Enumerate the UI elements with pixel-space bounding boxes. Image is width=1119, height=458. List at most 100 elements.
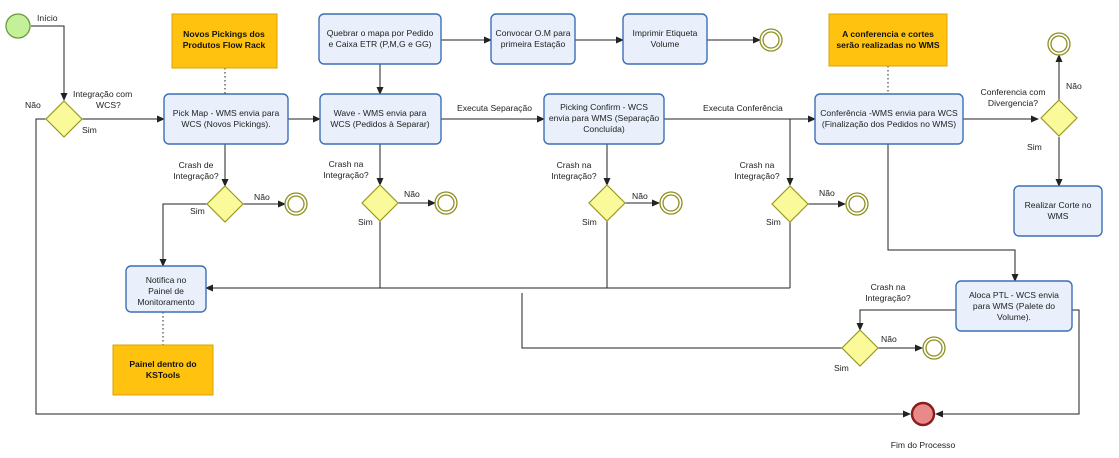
task-aloca-line1: Aloca PTL - WCS envia <box>969 290 1059 300</box>
gateway-crash-1: Crash de Integração? Não Sim <box>173 160 270 223</box>
label-nao: Não <box>819 188 835 198</box>
task-quebrar-line2: e Caixa ETR (P,M,G e GG) <box>329 39 432 49</box>
flow-aloca-to-crash5 <box>856 309 956 331</box>
label-executa-conferencia: Executa Conferência <box>703 103 783 113</box>
gateway-crash3-line1: Crash na <box>557 160 592 170</box>
note-novos-pickings-line2: Produtos Flow Rack <box>183 40 266 50</box>
note-conferencia-cortes-line1: A conferencia e cortes <box>842 29 934 39</box>
note-painel-line2: KSTools <box>146 370 180 380</box>
flow-aloca-to-end <box>935 309 1080 418</box>
task-imprimir-line1: Imprimir Etiqueta <box>633 28 698 38</box>
gateway-integracao-line1: Integração com <box>73 89 132 99</box>
task-notifica-painel: Notifica no Painel de Monitoramento <box>125 265 207 313</box>
gateway-crash2-line2: Integração? <box>323 170 369 180</box>
gateway-crash5-line1: Crash na <box>871 282 906 292</box>
task-pick-map: Pick Map - WMS envia para WCS (Novos Pic… <box>163 93 289 145</box>
task-imprimir-line2: Volume <box>651 39 680 49</box>
flow-start-to-gateway <box>31 25 68 101</box>
task-aloca-line2: para WMS (Palete do <box>973 301 1055 311</box>
task-picking-line1: Picking Confirm - WCS <box>560 102 648 112</box>
task-quebrar-line1: Quebrar o mapa por Pedido <box>327 28 434 38</box>
end-event-fim: Fim do Processo <box>891 401 956 450</box>
gateway-crash-2: Crash na Integração? Não Sim <box>323 159 420 227</box>
note-painel-line1: Painel dentro do <box>129 359 196 369</box>
connectors <box>31 25 1080 418</box>
task-notifica-line3: Monitoramento <box>137 297 195 307</box>
end-event-crash5 <box>922 336 946 360</box>
gateway-crash5-line2: Integração? <box>865 293 911 303</box>
label-sim: Sim <box>82 125 97 135</box>
start-event: Início <box>5 13 58 39</box>
task-wave-line1: Wave - WMS envia para <box>334 108 427 118</box>
end-event-crash4 <box>845 192 869 216</box>
task-conferencia: Conferência -WMS envia para WCS (Finaliz… <box>814 93 964 145</box>
flow-nao-to-end <box>35 118 911 418</box>
gateway-crash-4: Crash na Integração? Não Sim <box>734 160 835 227</box>
task-picking-confirm: Picking Confirm - WCS envia para WMS (Se… <box>543 93 665 145</box>
label-sim: Sim <box>358 217 373 227</box>
task-notifica-line2: Painel de <box>148 286 184 296</box>
flow-conferencia-to-aloca <box>887 144 1019 282</box>
task-wave-line2: WCS (Pedidos à Separar) <box>330 119 429 129</box>
label-sim: Sim <box>190 206 205 216</box>
label-nao: Não <box>25 100 41 110</box>
gateway-divergencia-line1: Conferencia com <box>981 87 1046 97</box>
note-conferencia-cortes: A conferencia e cortes serão realizadas … <box>828 13 948 67</box>
gateway-crash4-line1: Crash na <box>740 160 775 170</box>
gateway-crash3-line2: Integração? <box>551 171 597 181</box>
label-sim: Sim <box>1027 142 1042 152</box>
task-notifica-line1: Notifica no <box>146 275 187 285</box>
end-event-crash1 <box>284 192 308 216</box>
task-picking-line3: Concluída) <box>583 124 625 134</box>
label-nao: Não <box>404 189 420 199</box>
task-convocar: Convocar O.M para primeira Estação <box>490 13 576 65</box>
end-event-label: Fim do Processo <box>891 440 956 450</box>
task-convocar-line2: primeira Estação <box>501 39 566 49</box>
label-nao: Não <box>881 334 897 344</box>
task-imprimir-etiqueta: Imprimir Etiqueta Volume <box>622 13 708 65</box>
gateway-integracao-wcs: Integração com WCS? Não Sim <box>25 89 132 138</box>
note-novos-pickings-line1: Novos Pickings dos <box>183 29 265 39</box>
gateway-divergencia-line2: Divergencia? <box>988 98 1038 108</box>
end-event-divergencia-nao <box>1047 32 1071 56</box>
note-novos-pickings: Novos Pickings dos Produtos Flow Rack <box>171 13 278 69</box>
task-conferencia-line1: Conferência -WMS envia para WCS <box>820 108 958 118</box>
gateway-crash2-line1: Crash na <box>329 159 364 169</box>
task-corte-line1: Realizar Corte no <box>1025 200 1092 210</box>
start-event-label: Início <box>37 13 58 23</box>
task-quebrar-mapa: Quebrar o mapa por Pedido e Caixa ETR (P… <box>318 13 442 65</box>
label-executa-separacao: Executa Separação <box>457 103 532 113</box>
end-event-imprimir <box>759 28 783 52</box>
label-nao: Não <box>632 191 648 201</box>
gateway-crash-3: Crash na Integração? Não Sim <box>551 160 648 227</box>
gateway-crash1-line2: Integração? <box>173 171 219 181</box>
gateway-crash4-line2: Integração? <box>734 171 780 181</box>
note-painel-kstools: Painel dentro do KSTools <box>112 344 214 396</box>
label-sim: Sim <box>834 363 849 373</box>
gateway-integracao-line2: WCS? <box>96 100 121 110</box>
task-wave: Wave - WMS envia para WCS (Pedidos à Sep… <box>319 93 442 145</box>
flow-crash1-sim <box>159 203 208 267</box>
task-corte-line2: WMS <box>1047 211 1068 221</box>
task-aloca-line3: Volume). <box>997 312 1031 322</box>
task-picking-line2: envia para WMS (Separação <box>549 113 660 123</box>
gateway-crash1-line1: Crash de <box>179 160 214 170</box>
task-conferencia-line2: (Finalização dos Pedidos no WMS) <box>822 119 956 129</box>
task-pick-map-line2: WCS (Novos Pickings). <box>181 119 270 129</box>
note-conferencia-cortes-line2: serão realizadas no WMS <box>836 40 939 50</box>
label-sim: Sim <box>766 217 781 227</box>
end-event-crash3 <box>659 191 683 215</box>
task-realizar-corte: Realizar Corte no WMS <box>1013 185 1103 237</box>
task-convocar-line1: Convocar O.M para <box>496 28 571 38</box>
gateway-crash-5: Crash na Integração? Não Sim <box>834 282 911 373</box>
end-event-crash2 <box>434 191 458 215</box>
label-sim: Sim <box>582 217 597 227</box>
task-aloca-ptl: Aloca PTL - WCS envia para WMS (Palete d… <box>955 280 1073 332</box>
flow-crash5-sim <box>521 293 843 349</box>
label-nao: Não <box>1066 81 1082 91</box>
flow-conferencia-to-crash4 <box>786 118 815 186</box>
task-pick-map-line1: Pick Map - WMS envia para <box>173 108 280 118</box>
gateway-conferencia-divergencia: Conferencia com Divergencia? Não Sim <box>981 81 1082 152</box>
label-nao: Não <box>254 192 270 202</box>
